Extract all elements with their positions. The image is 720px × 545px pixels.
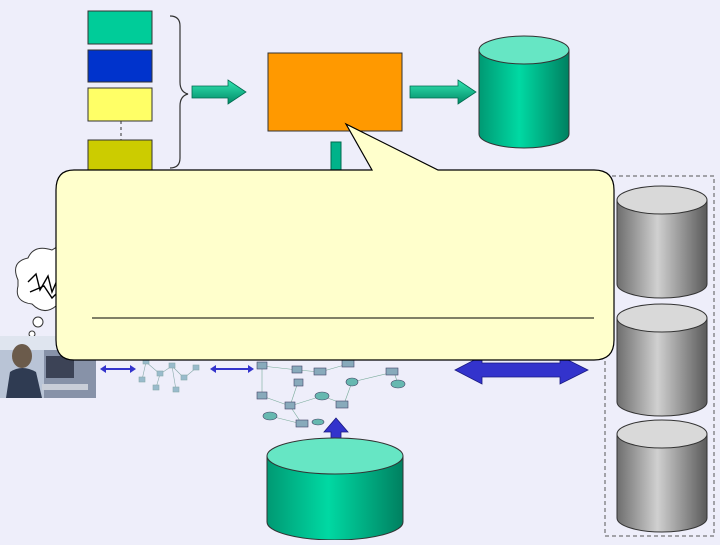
process-box [267, 52, 403, 132]
curly-brace-icon [169, 15, 189, 169]
callout-box [55, 122, 615, 361]
callout-text [92, 190, 592, 310]
double-arrow-blue [454, 355, 589, 385]
database-gray-3 [616, 419, 708, 533]
arrow-to-process [191, 79, 247, 105]
layer-box-yellow [87, 87, 153, 122]
layer-box-green [87, 10, 153, 45]
arrow-person-to-graph [100, 365, 136, 373]
network-graph-icon [138, 358, 200, 393]
database-gray-2 [616, 303, 708, 417]
arrow-graph-to-graph [210, 365, 254, 373]
layer-box-blue [87, 49, 153, 83]
network-graph-large [256, 359, 406, 428]
database-bottom [266, 437, 404, 541]
database-top [478, 35, 570, 149]
arrow-to-database [409, 79, 477, 105]
database-gray-1 [616, 185, 708, 299]
